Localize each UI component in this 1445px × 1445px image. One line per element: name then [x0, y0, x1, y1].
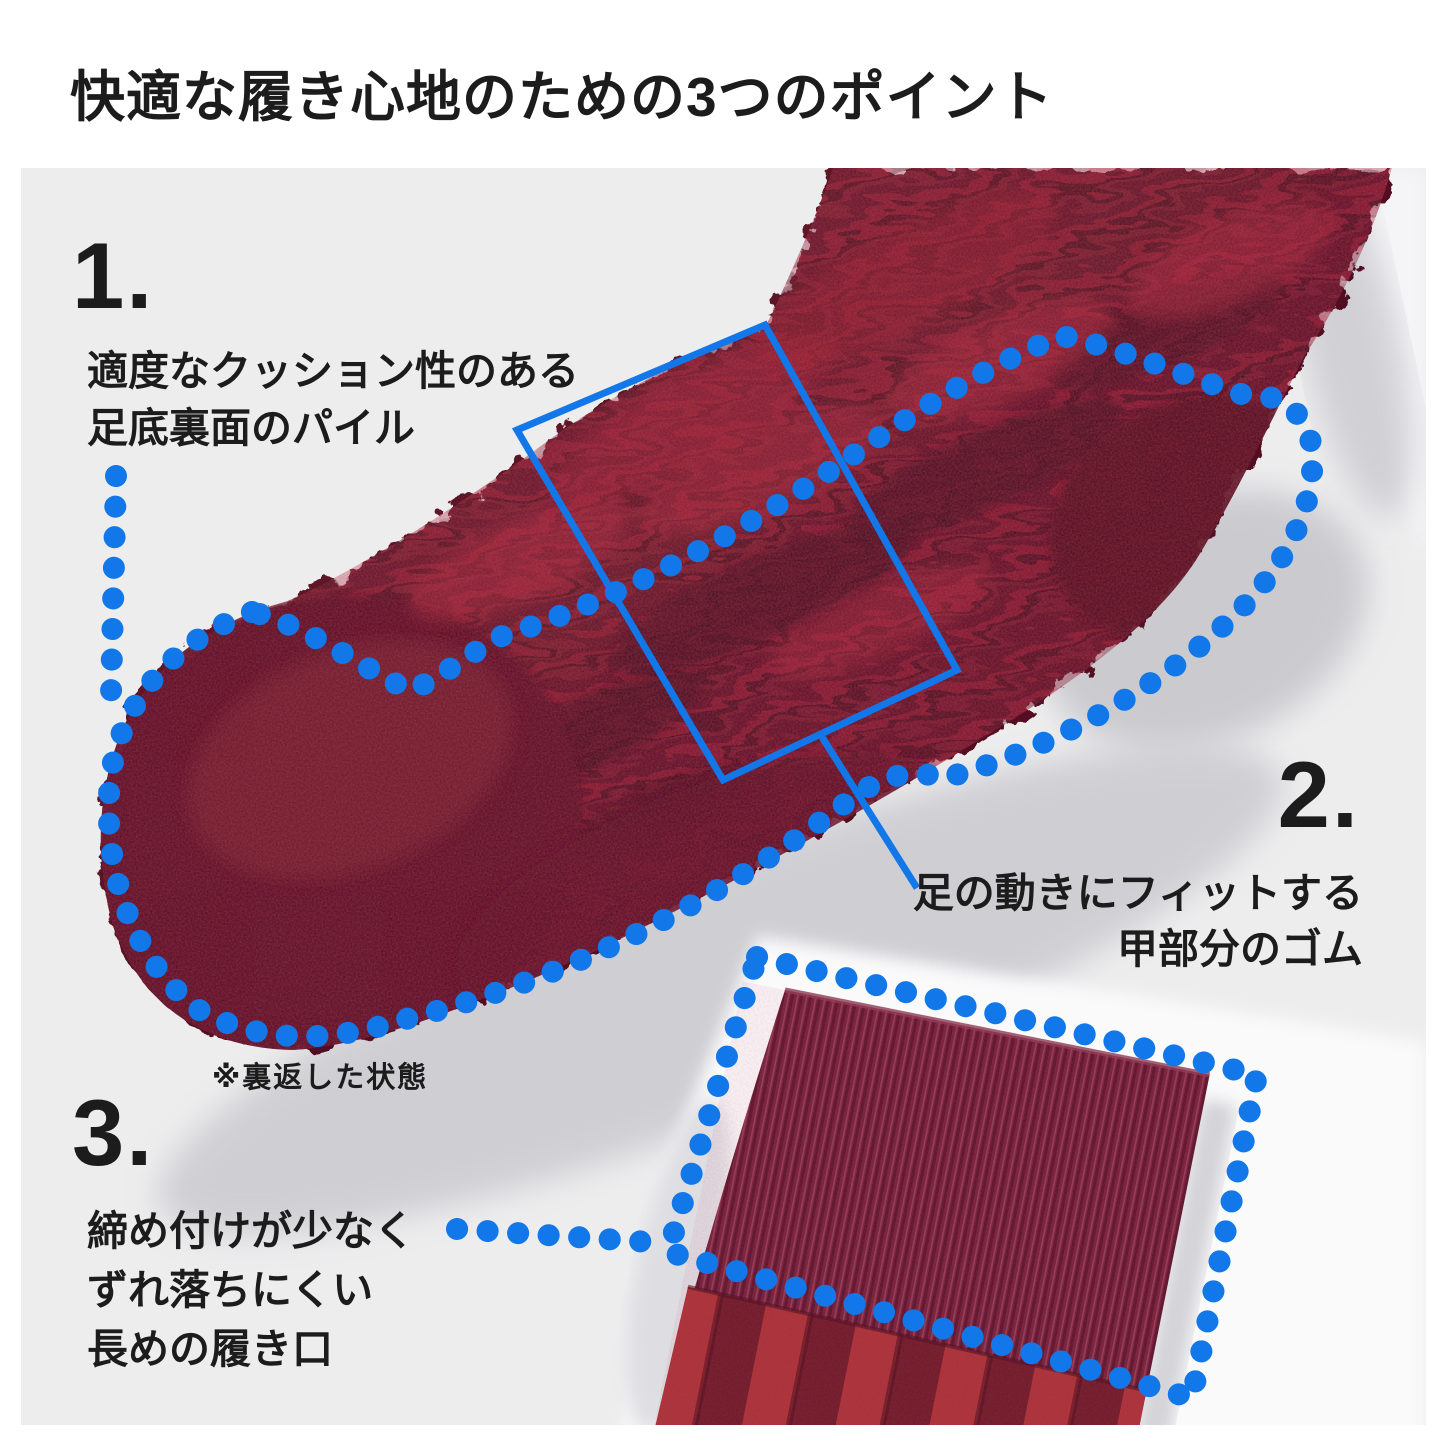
point-3-line-1: 締め付けが少なく: [87, 1208, 415, 1254]
instep-highlight-rect: [511, 320, 962, 785]
point-1-dotted-leader: [100, 465, 127, 705]
sole-highlight-dotted-outline: [97, 324, 1324, 1048]
sock-shadow-bottom: [158, 745, 1282, 1235]
inverted-state-note: ※裏返した状態: [212, 1062, 429, 1094]
point-1-number: 1.: [72, 223, 155, 328]
point-3-line-2: ずれ落ちにくい: [87, 1267, 374, 1313]
point-3-dotted-leader: [446, 1218, 660, 1253]
point-2-text: 足の動きにフィットする 甲部分のゴム: [913, 865, 1363, 977]
point-3-number: 3.: [72, 1080, 155, 1185]
point-1-line-2: 足底裏面のパイル: [87, 405, 415, 451]
point-1-line-1: 適度なクッション性のある: [87, 348, 579, 394]
point-1-text: 適度なクッション性のある 足底裏面のパイル: [87, 343, 579, 457]
cuff-highlight-dotted-outline: [654, 943, 1270, 1412]
page-title: 快適な履き心地のための3つのポイント: [70, 66, 1054, 128]
point-2-line-2: 甲部分のゴム: [1117, 926, 1363, 972]
annotations: [97, 320, 1324, 1412]
point-2-line-1: 足の動きにフィットする: [912, 870, 1363, 916]
point-3-line-3: 長めの履き口: [87, 1326, 333, 1372]
point-2-number: 2.: [1277, 742, 1360, 847]
point-3-text: 締め付けが少なく ずれ落ちにくい 長めの履き口: [87, 1202, 415, 1379]
point-2-leader-line: [819, 735, 920, 890]
